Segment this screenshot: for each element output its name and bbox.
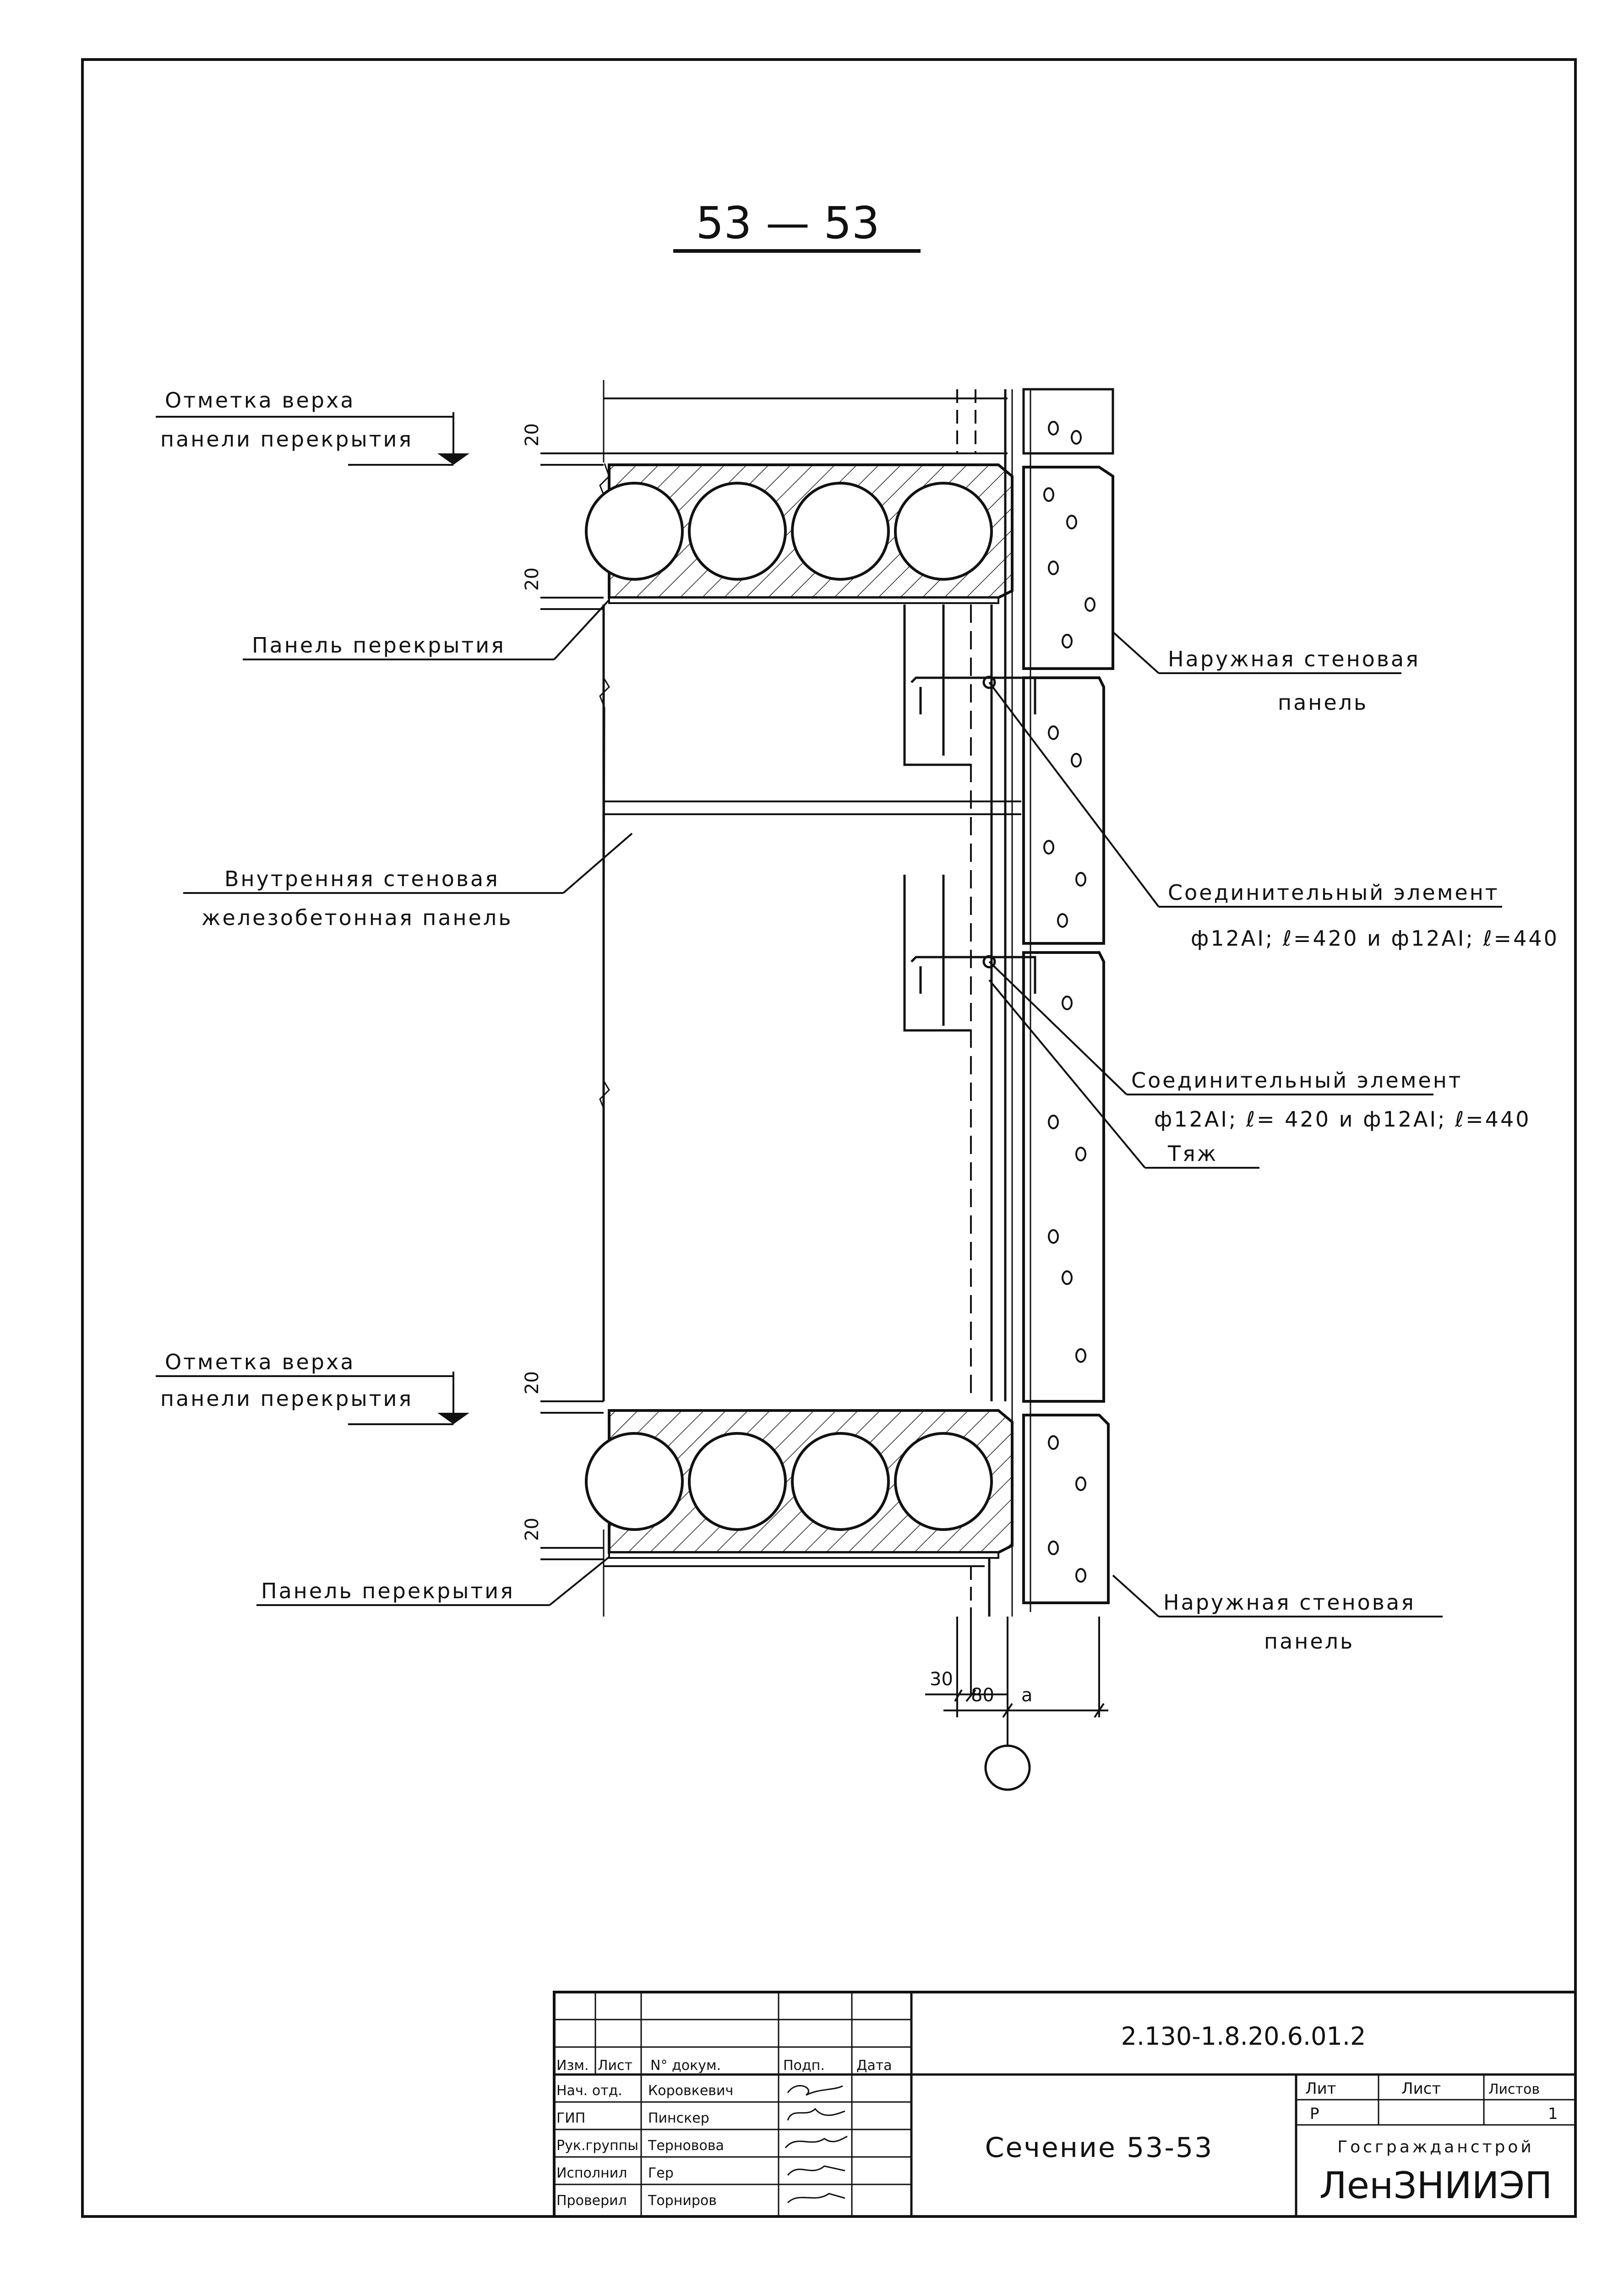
outer-wall-top-label-line2: панель [1278, 690, 1368, 715]
tb-header-sign: Подп. [783, 2058, 825, 2074]
bottom-floor-slab [585, 1409, 1014, 1567]
tb-code: 2.130-1.8.20.6.01.2 [1121, 2022, 1366, 2051]
inner-wall-label-line2: железобетонная панель [202, 905, 512, 930]
tb-name: Гер [648, 2165, 674, 2181]
connector2-label-line1: Соединительный элемент [1131, 1068, 1463, 1093]
level-marker-top [437, 453, 469, 465]
dim-offset-30: 30 [930, 1669, 953, 1690]
outer-wall-top-label-line1: Наружная стеновая [1168, 647, 1420, 671]
connector-element-upper [910, 604, 1036, 756]
top-level-label-line2: панели перекрытия [160, 427, 413, 452]
leader-lines [156, 412, 1502, 1617]
tb-sheet-name: Сечение 53-53 [985, 2132, 1214, 2164]
top-slab-label: Панель перекрытия [252, 633, 506, 658]
tb-header-date: Дата [856, 2058, 892, 2074]
dim-top-gap-upper: 20 [522, 423, 543, 447]
tb-name: Торниров [648, 2193, 717, 2209]
outer-wall-bottom-label-line2: панель [1264, 1629, 1354, 1654]
bottom-level-label-line1: Отметка верха [165, 1350, 355, 1374]
connector1-label-line1: Соединительный элемент [1168, 880, 1499, 905]
signature-marks [785, 2085, 848, 2204]
top-floor-slab [585, 398, 1014, 604]
axis-dimension-chain [925, 1617, 1108, 1745]
tb-sheets-total: 1 [1548, 2105, 1558, 2123]
dim-bottom-gap-upper: 20 [522, 1371, 543, 1394]
inner-wall-panel [602, 389, 1021, 1617]
tb-header-list: Лист [598, 2058, 632, 2074]
tb-name: Терновова [648, 2138, 724, 2154]
tie-label: Тяж [1167, 1141, 1218, 1166]
tb-sheets-header: Листов [1488, 2081, 1540, 2097]
dim-bottom-gap-lower: 20 [522, 1518, 543, 1541]
section-title: 53 — 53 [696, 197, 879, 249]
title-block [553, 1991, 1577, 2218]
tb-header-doc: N° докум. [650, 2058, 721, 2074]
tb-name: Коровкевич [648, 2083, 733, 2099]
connector1-label-line2: ф12АI; ℓ=420 и ф12АI; ℓ=440 [1191, 926, 1559, 951]
tb-role: ГИП [556, 2110, 585, 2126]
connector2-label-line2: ф12АI; ℓ= 420 и ф12АI; ℓ=440 [1154, 1107, 1531, 1132]
bottom-level-label-line2: панели перекрытия [160, 1386, 413, 1411]
level-marker-bottom [437, 1413, 469, 1424]
tb-header-izm: Изм. [556, 2058, 589, 2074]
tb-role: Исполнил [556, 2165, 627, 2181]
tb-org-line1: Госгражданстрой [1337, 2138, 1534, 2156]
tb-role: Проверил [556, 2193, 627, 2209]
gap-dimensions [540, 452, 604, 1560]
outer-wall-bottom-label-line1: Наружная стеновая [1163, 1590, 1416, 1615]
tb-name: Пинскер [648, 2110, 709, 2126]
inner-wall-label-line1: Внутренняя стеновая [224, 866, 500, 891]
connector-element-lower [910, 875, 1036, 1026]
tb-role: Нач. отд. [556, 2083, 622, 2099]
tb-stage-header: Лит [1305, 2080, 1336, 2098]
top-level-label-line1: Отметка верха [165, 388, 355, 413]
tb-stage: Р [1310, 2105, 1319, 2123]
dim-top-gap-lower: 20 [522, 567, 543, 591]
bottom-slab-label: Панель перекрытия [261, 1579, 515, 1603]
dim-offset-80: 80 [971, 1685, 994, 1706]
outer-wall-aggregate [1043, 421, 1095, 1583]
tb-org-line2: ЛенЗНИИЭП [1319, 2164, 1553, 2207]
tb-sheet-header: Лист [1401, 2080, 1441, 2098]
dim-offset-a: a [1021, 1685, 1033, 1706]
tb-role: Рук.группы [556, 2138, 638, 2154]
sheet-frame [81, 58, 1577, 2218]
outer-wall-panel [1011, 388, 1114, 1617]
axis-marker-circle [984, 1744, 1031, 1791]
